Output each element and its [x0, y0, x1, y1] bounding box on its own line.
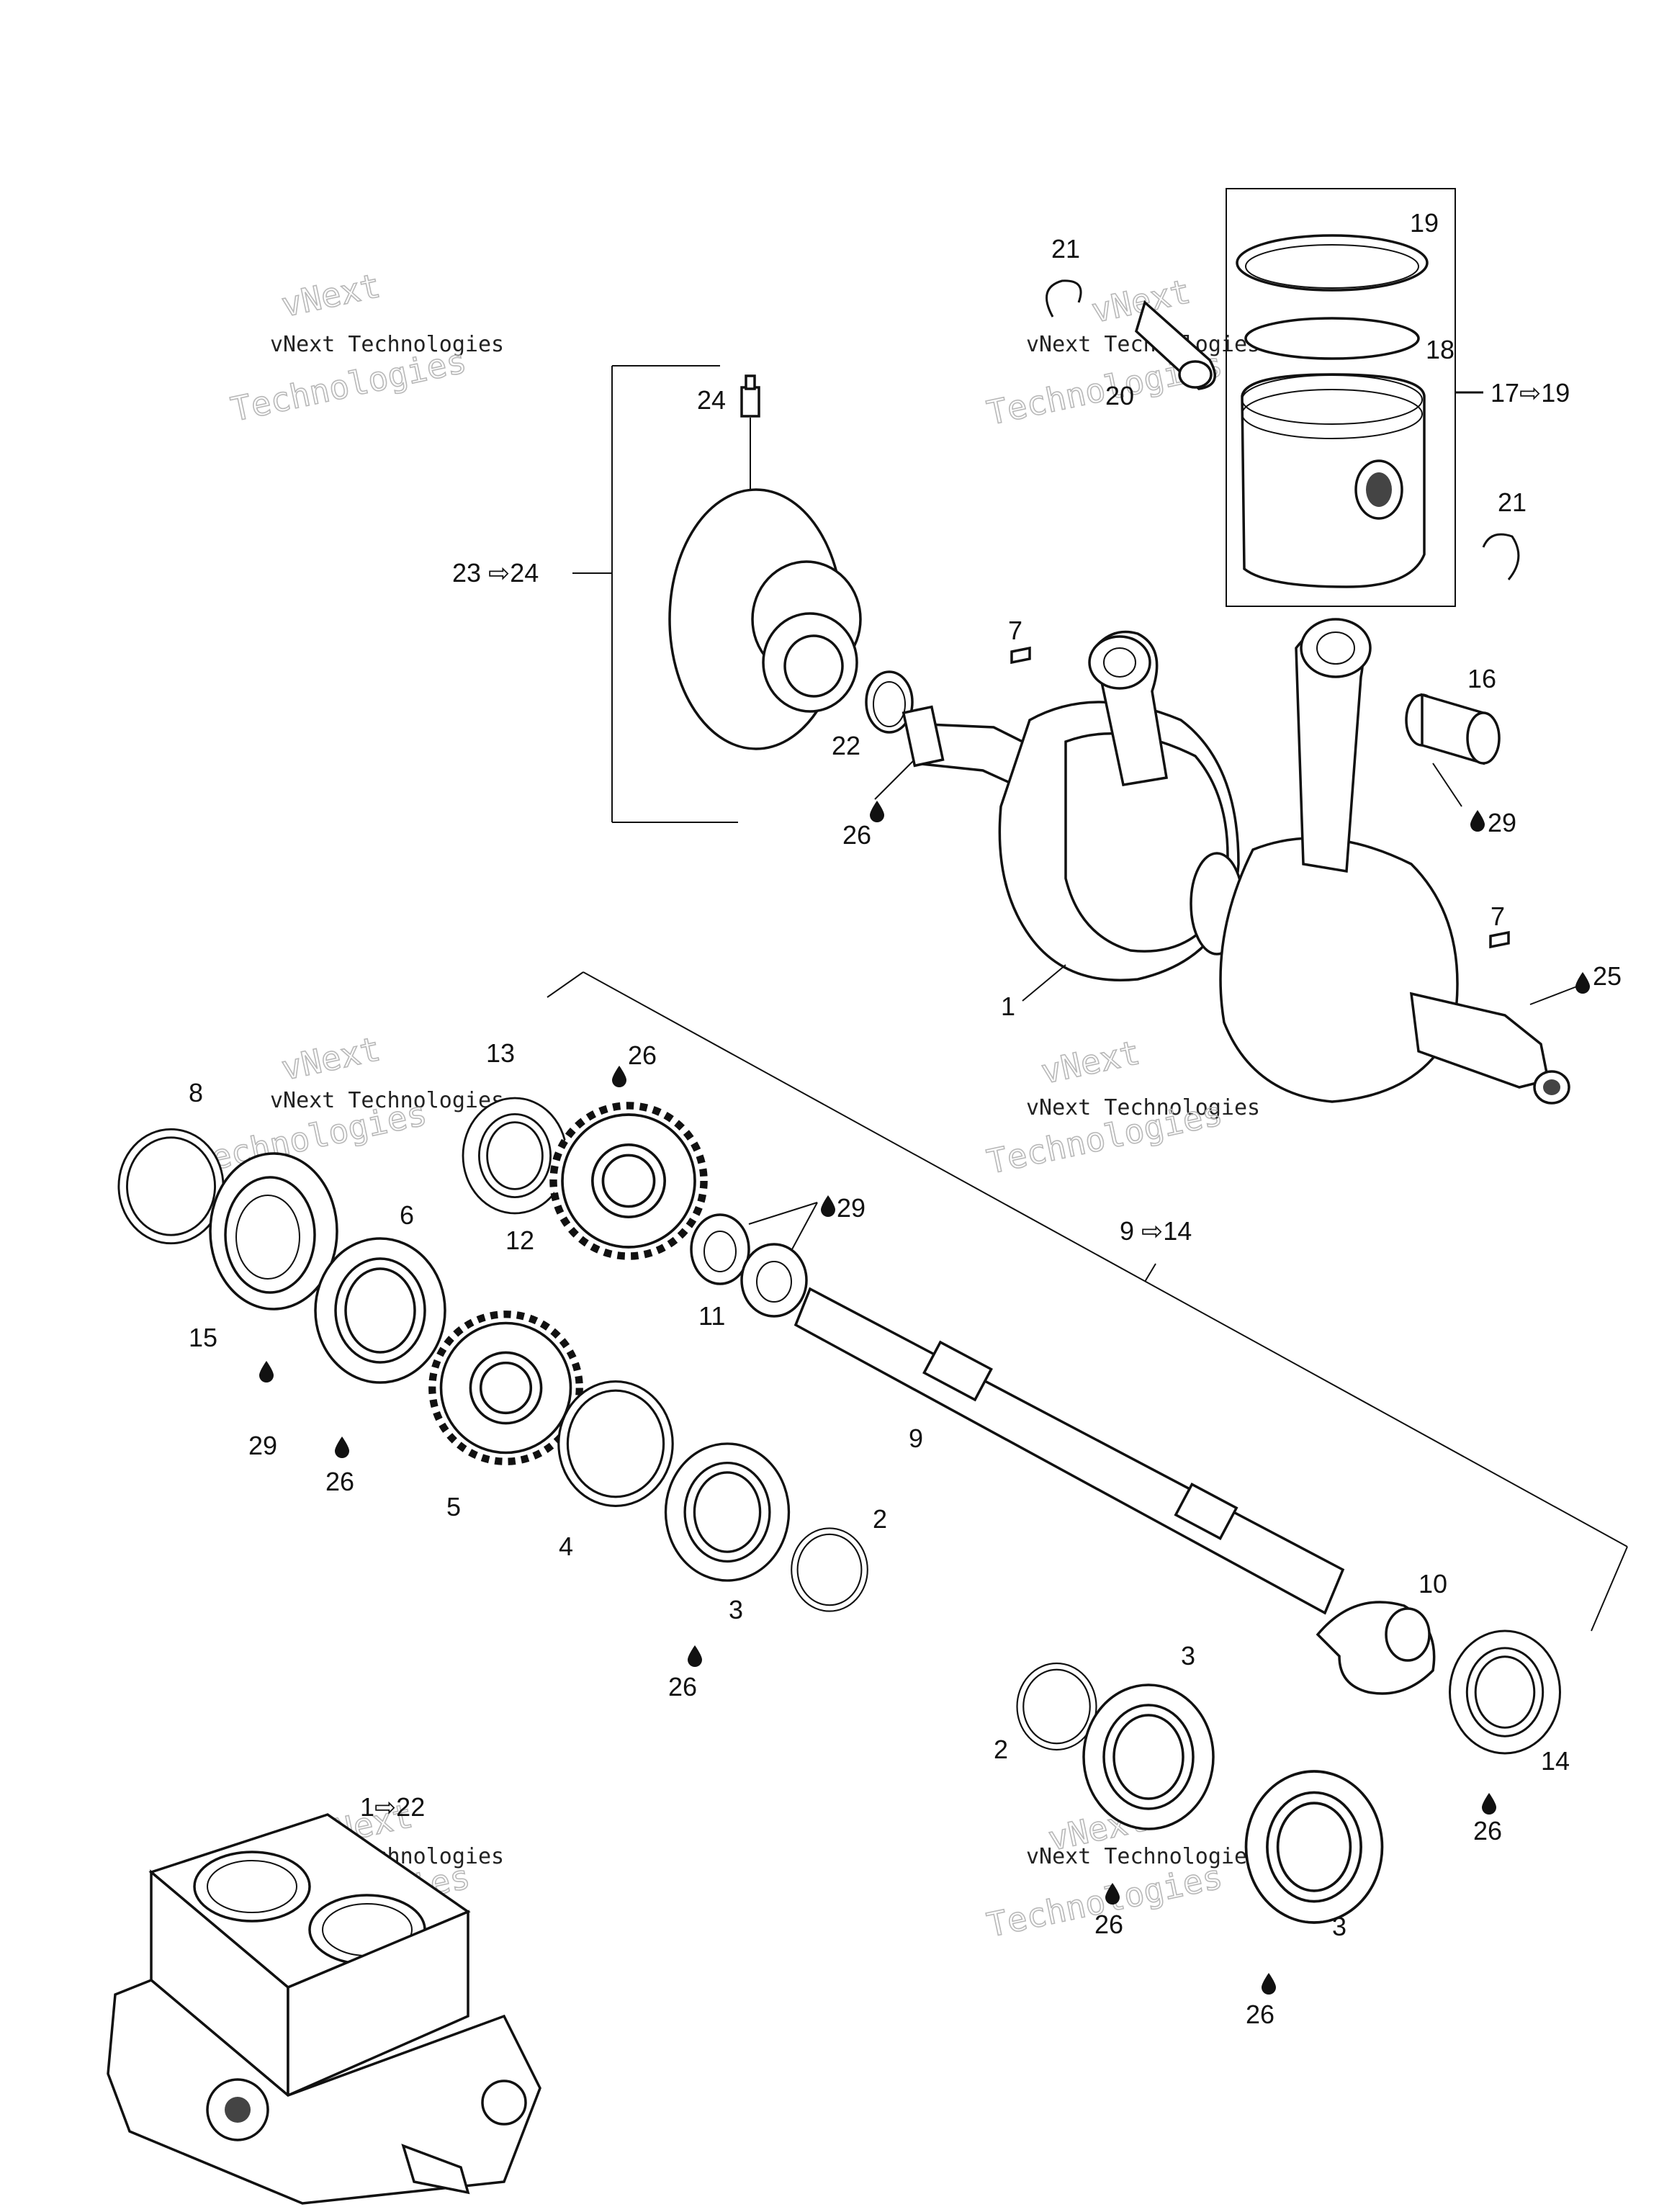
circlip-upper — [1046, 279, 1082, 318]
callout-1-22: 1⇨22 — [360, 1792, 425, 1822]
callout-2-right: 2 — [994, 1735, 1008, 1764]
callout-16: 16 — [1467, 664, 1496, 693]
callout-6: 6 — [400, 1200, 414, 1230]
bearing-3-right — [1246, 1771, 1382, 1923]
callout-10: 10 — [1419, 1569, 1447, 1599]
callout-13: 13 — [486, 1038, 515, 1068]
oil-drop-icon — [821, 1195, 835, 1217]
watermark-top-left: vNext vNext Technologies Technologies — [227, 265, 504, 429]
bearing-14 — [1448, 1629, 1562, 1755]
callout-23-24: 23 ⇨24 — [452, 558, 539, 588]
watermark-mid-right: vNext vNext Technologies Technologies — [983, 1032, 1260, 1182]
callout-25: 25 — [1593, 961, 1622, 991]
oil-drop-icon — [1470, 810, 1485, 832]
callout-21-lower: 21 — [1498, 487, 1527, 517]
woodruff-key-upper — [1010, 646, 1031, 665]
callout-21-upper: 21 — [1051, 234, 1080, 264]
callout-3-left: 3 — [729, 1595, 743, 1624]
callout-26-b3-right: 26 — [1246, 2000, 1274, 2029]
spacer-ring — [865, 670, 914, 734]
callout-8: 8 — [189, 1078, 203, 1107]
callout-26-crank: 26 — [842, 820, 871, 850]
retaining-ring-2-left — [790, 1527, 869, 1612]
woodruff-key-lower — [1489, 930, 1510, 949]
callout-4: 4 — [559, 1532, 573, 1561]
callout-14: 14 — [1541, 1746, 1570, 1776]
piston-group: 19 18 17⇨19 21 21 20 — [1046, 188, 1570, 607]
piston-group-box — [1226, 188, 1456, 607]
bushing-11b — [740, 1243, 808, 1318]
callout-7-lower: 7 — [1491, 902, 1505, 931]
oil-drop-icon — [612, 1066, 626, 1087]
crankshaft: 1 7 7 16 26 29 25 — [842, 616, 1622, 1105]
callout-5: 5 — [446, 1492, 461, 1521]
callout-3-mid: 3 — [1181, 1641, 1195, 1671]
callout-26-b14: 26 — [1473, 1816, 1502, 1845]
bearing-3-left — [666, 1444, 789, 1581]
oil-drop-icon — [335, 1437, 349, 1458]
callout-29-crank: 29 — [1488, 808, 1516, 837]
oil-drop-icon — [1482, 1793, 1496, 1815]
balance-gear-5 — [432, 1314, 580, 1462]
callout-26-b3-left: 26 — [668, 1672, 697, 1701]
balance-shaft — [793, 1287, 1345, 1615]
circlip-lower — [1482, 533, 1520, 580]
callout-17-19: 17⇨19 — [1491, 378, 1570, 408]
oil-drop-icon — [1262, 1973, 1276, 1995]
thrust-washer-4 — [557, 1380, 674, 1508]
callout-29-seal: 29 — [248, 1431, 277, 1460]
callout-26-b13: 26 — [628, 1040, 657, 1070]
svg-text:vNext: vNext — [278, 1029, 384, 1088]
callout-19: 19 — [1410, 208, 1439, 238]
grease-fitting — [740, 386, 760, 418]
callout-3-right: 3 — [1332, 1912, 1346, 1941]
retaining-ring-2-right — [1016, 1662, 1097, 1751]
callout-12: 12 — [505, 1226, 534, 1255]
svg-text:vNext Technologies: vNext Technologies — [1026, 1844, 1260, 1869]
svg-text:vNext Technologies: vNext Technologies — [270, 1088, 504, 1113]
oil-drop-icon — [1575, 972, 1590, 994]
oil-drop-icon — [870, 801, 884, 822]
callout-15: 15 — [189, 1323, 217, 1352]
bearing-3-mid — [1084, 1685, 1213, 1829]
svg-text:vNext: vNext — [1038, 1033, 1143, 1092]
piston-ring-19 — [1236, 234, 1429, 292]
callout-22: 22 — [832, 731, 860, 760]
piston — [1241, 373, 1426, 588]
callout-26-b3-mid: 26 — [1094, 1910, 1123, 1939]
piston-ring-18 — [1244, 317, 1420, 360]
callout-20: 20 — [1105, 381, 1134, 410]
callout-9-14: 9 ⇨14 — [1120, 1216, 1192, 1246]
callout-7-upper: 7 — [1008, 616, 1022, 645]
shim-ring-8 — [117, 1128, 225, 1245]
watermark-mid-left: vNext vNext Technologies Technologies — [187, 1028, 504, 1182]
bushing-11a — [690, 1213, 750, 1285]
svg-text:vNext: vNext — [278, 266, 384, 325]
callout-11: 11 — [698, 1301, 725, 1331]
callout-2-left: 2 — [873, 1504, 887, 1534]
callout-24: 24 — [697, 385, 726, 415]
callout-18: 18 — [1426, 335, 1455, 364]
svg-text:vNext Technologies: vNext Technologies — [270, 332, 504, 357]
svg-text:vNext Technologies: vNext Technologies — [1026, 1095, 1260, 1120]
callout-26-b6: 26 — [325, 1467, 354, 1496]
drive-gear-12 — [553, 1105, 703, 1256]
flywheel-group: 24 23 ⇨24 22 — [452, 365, 914, 823]
callout-29-bushing: 29 — [837, 1193, 866, 1223]
bearing-6 — [315, 1238, 445, 1382]
oil-drop-icon — [259, 1361, 274, 1382]
callout-9: 9 — [909, 1424, 923, 1453]
oil-drop-icon — [688, 1645, 702, 1667]
engine-overview: 1⇨22 — [107, 1792, 541, 2205]
balance-shaft-group: 9 ⇨14 9 10 14 26 13 26 12 11 29 8 — [117, 971, 1628, 2029]
callout-1: 1 — [1001, 992, 1015, 1021]
